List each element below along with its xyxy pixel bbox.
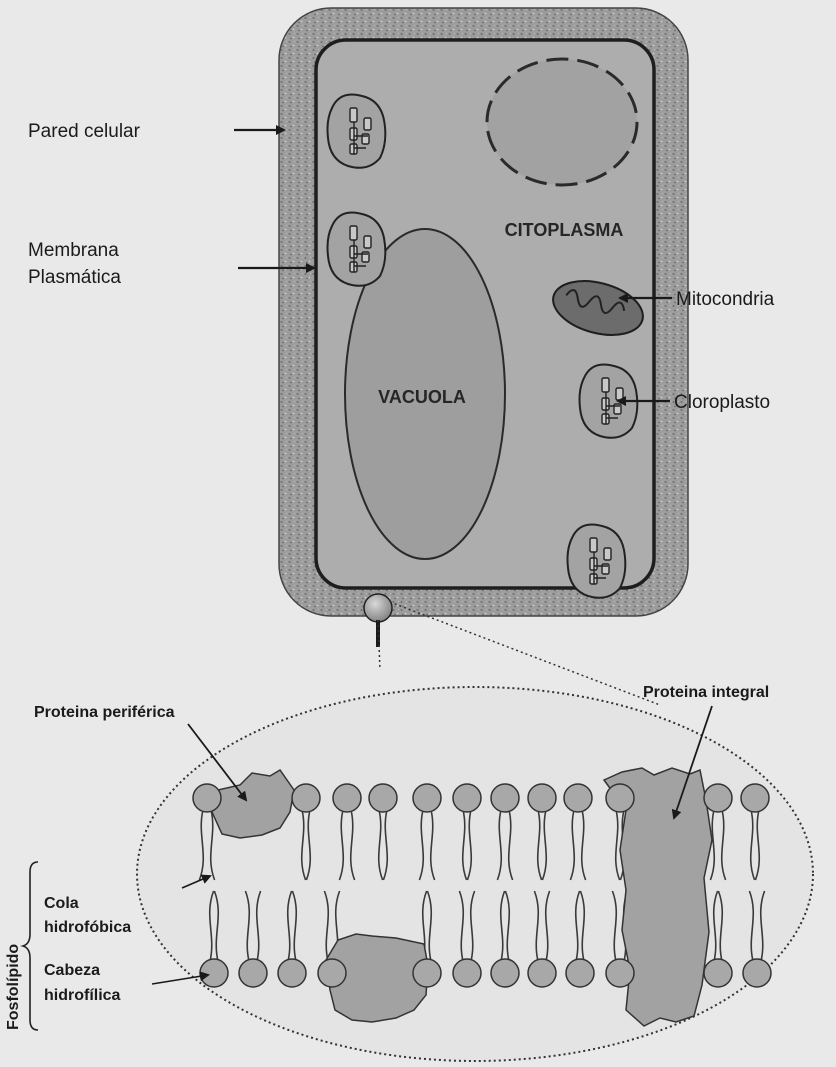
membrane-detail bbox=[137, 687, 813, 1061]
svg-text:Cloroplasto: Cloroplasto bbox=[674, 392, 770, 413]
hydrophilic-head bbox=[564, 784, 592, 812]
label-membrana-plasmatica: Membrana Plasmática bbox=[28, 240, 314, 288]
cell: CITOPLASMA VACUOLA bbox=[279, 8, 688, 647]
label-pared-celular: Pared celular bbox=[28, 121, 284, 142]
svg-text:hidrofílica: hidrofílica bbox=[44, 987, 121, 1004]
granum bbox=[616, 388, 623, 400]
hydrophilic-head bbox=[413, 784, 441, 812]
chloroplast bbox=[328, 95, 386, 168]
svg-text:Membrana: Membrana bbox=[28, 240, 119, 261]
svg-text:Mitocondria: Mitocondria bbox=[676, 289, 775, 310]
svg-text:Cola: Cola bbox=[44, 895, 79, 912]
hydrophilic-head bbox=[193, 784, 221, 812]
nucleus bbox=[487, 59, 637, 185]
hydrophilic-head bbox=[606, 959, 634, 987]
membrane-zoom-point bbox=[364, 594, 392, 622]
hydrophilic-head bbox=[704, 784, 732, 812]
svg-text:Fosfolípido: Fosfolípido bbox=[5, 944, 22, 1030]
hydrophilic-head bbox=[743, 959, 771, 987]
hydrophilic-head bbox=[369, 784, 397, 812]
svg-text:Plasmática: Plasmática bbox=[28, 267, 121, 288]
hydrophilic-head bbox=[200, 959, 228, 987]
hydrophilic-head bbox=[566, 959, 594, 987]
hydrophilic-head bbox=[453, 959, 481, 987]
vacuole-label: VACUOLA bbox=[378, 387, 466, 407]
svg-text:hidrofóbica: hidrofóbica bbox=[44, 919, 131, 936]
hydrophilic-head bbox=[606, 784, 634, 812]
hydrophilic-head bbox=[491, 959, 519, 987]
chloroplast bbox=[328, 213, 386, 286]
hydrophilic-head bbox=[704, 959, 732, 987]
hydrophilic-head bbox=[318, 959, 346, 987]
hydrophilic-head bbox=[278, 959, 306, 987]
cytoplasm-label: CITOPLASMA bbox=[505, 220, 624, 240]
label-fosfolipido: Fosfolípido bbox=[5, 862, 38, 1030]
hydrophilic-head bbox=[528, 784, 556, 812]
svg-text:Cabeza: Cabeza bbox=[44, 962, 100, 979]
granum bbox=[350, 226, 357, 240]
hydrophilic-head bbox=[239, 959, 267, 987]
hydrophilic-head bbox=[292, 784, 320, 812]
granum bbox=[364, 236, 371, 248]
svg-text:Pared celular: Pared celular bbox=[28, 121, 141, 142]
svg-text:Proteina integral: Proteina integral bbox=[643, 684, 769, 701]
granum bbox=[590, 538, 597, 552]
hydrophilic-head bbox=[413, 959, 441, 987]
granum bbox=[350, 108, 357, 122]
hydrophilic-head bbox=[528, 959, 556, 987]
hydrophilic-head bbox=[453, 784, 481, 812]
hydrophilic-head bbox=[491, 784, 519, 812]
chloroplast bbox=[568, 525, 626, 598]
svg-text:Proteina periférica: Proteina periférica bbox=[34, 704, 175, 721]
hydrophilic-head bbox=[333, 784, 361, 812]
granum bbox=[604, 548, 611, 560]
hydrophilic-head bbox=[741, 784, 769, 812]
granum bbox=[364, 118, 371, 130]
granum bbox=[602, 378, 609, 392]
